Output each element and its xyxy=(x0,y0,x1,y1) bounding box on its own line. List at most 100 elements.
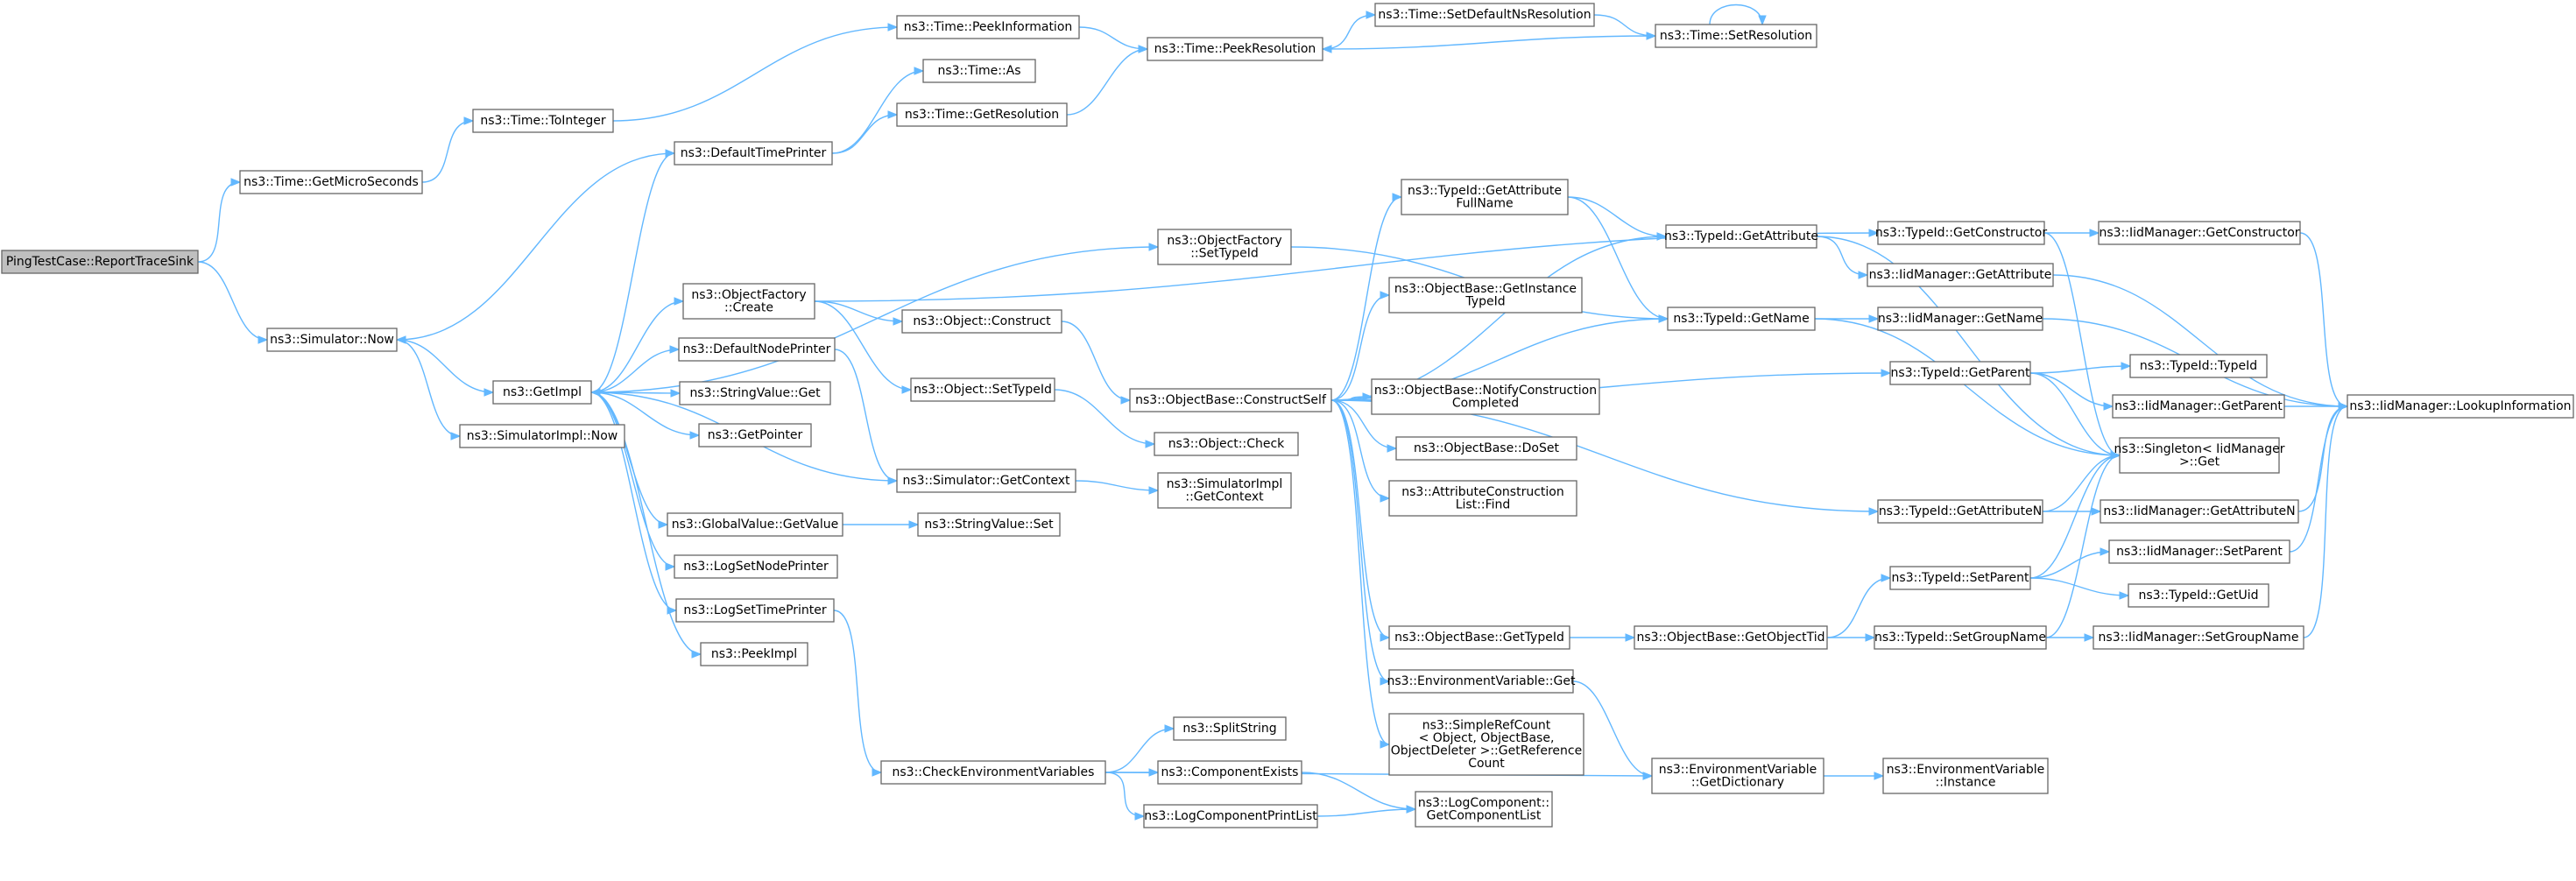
node-ns3-getpointer[interactable]: ns3::GetPointer xyxy=(698,423,812,448)
node-label: >::Get xyxy=(2179,455,2220,469)
edge-iidGetAttrN-to-iidLookup xyxy=(2297,405,2348,512)
node-ns3-singleton-iidmanager-get[interactable]: ns3::Singleton< IidManager >::Get xyxy=(2114,437,2285,474)
edge-arrowhead xyxy=(2110,451,2121,460)
edge-defTimePrinter-to-simNow xyxy=(396,152,675,341)
node-ns3-time-setresolution[interactable]: ns3::Time::SetResolution xyxy=(1655,24,1817,48)
node-ns3-simulatorimpl-now[interactable]: ns3::SimulatorImpl::Now xyxy=(459,424,625,448)
edge-defTimePrinter-to-getRes xyxy=(831,114,898,154)
edge-getImpl-to-getPointer xyxy=(590,391,700,436)
node-ns3-typeid-getuid[interactable]: ns3::TypeId::GetUid xyxy=(2128,583,2269,608)
node-ns3-logsettimeprinter[interactable]: ns3::LogSetTimePrinter xyxy=(675,598,835,623)
node-label: ns3::ObjectBase::DoSet xyxy=(1414,441,1559,455)
node-ns3-stringvalue-set[interactable]: ns3::StringValue::Set xyxy=(917,512,1061,537)
node-ns3-peekimpl[interactable]: ns3::PeekImpl xyxy=(700,642,808,666)
node-ns3-typeid-getconstructor[interactable]: ns3::TypeId::GetConstructor xyxy=(1875,221,2047,245)
node-ns3-environmentvariable-instance[interactable]: ns3::EnvironmentVariable::Instance xyxy=(1882,758,2049,794)
node-ns3-logsetnodeprinter[interactable]: ns3::LogSetNodePrinter xyxy=(674,554,838,579)
node-ns3-simplerefcount-object-objectbase-objectdeleter-getreference-count[interactable]: ns3::SimpleRefCount< Object, ObjectBase,… xyxy=(1388,713,1584,776)
node-ns3-objectbase-notifyconstruction-completed[interactable]: ns3::ObjectBase::NotifyConstructionCompl… xyxy=(1371,378,1600,415)
node-ns3-time-getmicroseconds[interactable]: ns3::Time::GetMicroSeconds xyxy=(239,170,423,194)
node-ns3-time-as[interactable]: ns3::Time::As xyxy=(922,59,1036,83)
node-box xyxy=(1877,499,2043,524)
node-ns3-time-setdefaultnsresolution[interactable]: ns3::Time::SetDefaultNsResolution xyxy=(1374,3,1595,27)
node-ns3-defaultnodeprinter[interactable]: ns3::DefaultNodePrinter xyxy=(678,337,836,362)
node-ns3-iidmanager-lookupinformation[interactable]: ns3::IidManager::LookupInformation xyxy=(2347,394,2574,419)
node-ns3-typeid-getattributen[interactable]: ns3::TypeId::GetAttributeN xyxy=(1877,499,2043,524)
node-box xyxy=(1157,229,1292,265)
node-ns3-time-peekinformation[interactable]: ns3::Time::PeekInformation xyxy=(896,15,1080,39)
node-ns3-objectbase-gettypeid[interactable]: ns3::ObjectBase::GetTypeId xyxy=(1388,625,1570,650)
node-ns3-typeid-getparent[interactable]: ns3::TypeId::GetParent xyxy=(1889,361,2031,385)
node-box xyxy=(674,554,838,579)
node-ns3-componentexists[interactable]: ns3::ComponentExists xyxy=(1157,760,1302,785)
node-ns3-typeid-typeid[interactable]: ns3::TypeId::TypeId xyxy=(2129,354,2268,378)
node-box xyxy=(1371,378,1600,415)
node-ns3-iidmanager-getname[interactable]: ns3::IidManager::GetName xyxy=(1877,307,2043,331)
node-ns3-stringvalue-get[interactable]: ns3::StringValue::Get xyxy=(679,381,831,405)
node-ns3-objectbase-getobjecttid[interactable]: ns3::ObjectBase::GetObjectTid xyxy=(1634,625,1828,650)
node-label: ns3::IidManager::SetParent xyxy=(2116,545,2283,559)
node-label: ns3::Time::ToInteger xyxy=(480,114,606,128)
node-label: ns3::ObjectBase::ConstructSelf xyxy=(1135,393,1327,407)
node-ns3-iidmanager-getparent[interactable]: ns3::IidManager::GetParent xyxy=(2112,394,2285,419)
edge-arrowhead xyxy=(1120,396,1132,405)
node-label: ::Create xyxy=(724,300,773,314)
node-label: TypeId xyxy=(1464,294,1505,308)
node-ns3-objectfactory-settypeid[interactable]: ns3::ObjectFactory::SetTypeId xyxy=(1157,229,1292,265)
edge-setDefNs-to-setRes xyxy=(1593,14,1656,37)
node-ns3-logcomponentprintlist[interactable]: ns3::LogComponentPrintList xyxy=(1143,804,1318,828)
edge-constructSelf-to-acFind xyxy=(1330,399,1390,499)
node-ns3-typeid-setparent[interactable]: ns3::TypeId::SetParent xyxy=(1889,566,2031,590)
node-ns3-getimpl[interactable]: ns3::GetImpl xyxy=(492,380,592,405)
node-ns3-time-getresolution[interactable]: ns3::Time::GetResolution xyxy=(896,102,1068,127)
node-box xyxy=(1655,24,1817,48)
edge-constructSelf-to-obDoSet xyxy=(1330,399,1397,449)
node-label: ns3::ObjectBase::GetInstance xyxy=(1394,282,1577,296)
node-ns3-objectfactory-create[interactable]: ns3::ObjectFactory::Create xyxy=(682,283,815,320)
node-ns3-globalvalue-getvalue[interactable]: ns3::GlobalValue::GetValue xyxy=(667,512,843,537)
node-ns3-checkenvironmentvariables[interactable]: ns3::CheckEnvironmentVariables xyxy=(880,760,1106,785)
node-ns3-objectbase-constructself[interactable]: ns3::ObjectBase::ConstructSelf xyxy=(1129,388,1332,412)
edge-arrowhead xyxy=(463,116,475,125)
node-ns3-environmentvariable-getdictionary[interactable]: ns3::EnvironmentVariable::GetDictionary xyxy=(1651,758,1824,794)
node-box xyxy=(896,102,1068,127)
node-ns3-typeid-setgroupname[interactable]: ns3::TypeId::SetGroupName xyxy=(1874,625,2047,650)
node-ns3-simulator-getcontext[interactable]: ns3::Simulator::GetContext xyxy=(896,469,1076,493)
node-ns3-iidmanager-setparent[interactable]: ns3::IidManager::SetParent xyxy=(2108,539,2290,564)
node-ns3-objectbase-doset[interactable]: ns3::ObjectBase::DoSet xyxy=(1395,436,1577,461)
node-ns3-typeid-getattribute[interactable]: ns3::TypeId::GetAttribute xyxy=(1664,224,1818,249)
node-ns3-object-check[interactable]: ns3::Object::Check xyxy=(1154,432,1299,456)
node-ns3-logcomponent-getcomponentlist[interactable]: ns3::LogComponent::GetComponentList xyxy=(1415,791,1553,828)
node-ns3-environmentvariable-get[interactable]: ns3::EnvironmentVariable::Get xyxy=(1387,669,1576,694)
edge-iidGetAttr-to-iidLookup xyxy=(2052,274,2348,407)
node-ns3-object-construct[interactable]: ns3::Object::Construct xyxy=(901,309,1062,334)
node-ns3-simulatorimpl-getcontext[interactable]: ns3::SimulatorImpl::GetContext xyxy=(1157,472,1292,509)
node-ns3-splitstring[interactable]: ns3::SplitString xyxy=(1173,716,1287,741)
edge-root-to-getMicro xyxy=(197,181,241,263)
node-ns3-iidmanager-setgroupname[interactable]: ns3::IidManager::SetGroupName xyxy=(2093,625,2304,650)
edge-arrowhead xyxy=(887,23,899,32)
node-ns3-typeid-getname[interactable]: ns3::TypeId::GetName xyxy=(1667,307,1816,331)
node-ns3-iidmanager-getconstructor[interactable]: ns3::IidManager::GetConstructor xyxy=(2098,221,2301,245)
node-box xyxy=(2128,583,2269,608)
node-ns3-defaulttimeprinter[interactable]: ns3::DefaultTimePrinter xyxy=(674,141,833,166)
node-label: ns3::SimulatorImpl::Now xyxy=(467,429,618,443)
node-pingtestcase-reporttracesink[interactable]: PingTestCase::ReportTraceSink xyxy=(1,250,199,274)
node-ns3-simulator-now[interactable]: ns3::Simulator::Now xyxy=(266,328,398,352)
edge-tidGetAttrFull-to-tidGetName xyxy=(1567,196,1669,320)
edge-tidSetGroup-to-singletonGet xyxy=(2045,455,2121,638)
node-label: ns3::LogSetNodePrinter xyxy=(683,560,829,574)
node-box xyxy=(896,469,1076,493)
edge-getImpl-to-defNodePrinter xyxy=(590,349,680,393)
node-ns3-time-tointeger[interactable]: ns3::Time::ToInteger xyxy=(472,109,614,133)
node-ns3-iidmanager-getattributen[interactable]: ns3::IidManager::GetAttributeN xyxy=(2100,499,2299,524)
node-ns3-object-settypeid[interactable]: ns3::Object::SetTypeId xyxy=(910,377,1055,402)
node-ns3-time-peekresolution[interactable]: ns3::Time::PeekResolution xyxy=(1147,37,1323,61)
node-ns3-iidmanager-getattribute[interactable]: ns3::IidManager::GetAttribute xyxy=(1867,263,2054,287)
edge-tidGetAttrFull-to-tidGetAttr xyxy=(1567,196,1667,237)
node-label: ns3::TypeId::SetParent xyxy=(1892,571,2029,585)
node-box xyxy=(472,109,614,133)
